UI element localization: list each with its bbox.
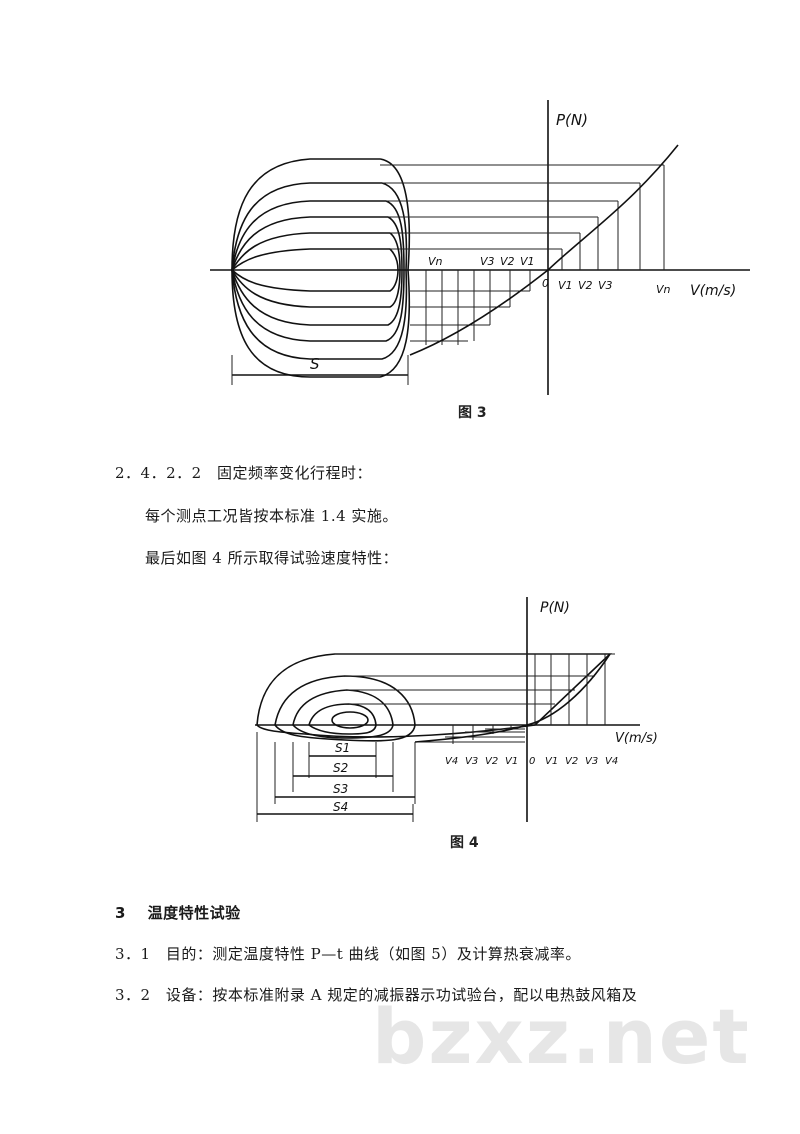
section-2422-title: 固定频率变化行程时： (216, 464, 372, 482)
fig4-velocity-curve (414, 653, 611, 743)
section-2422-number: 2．4．2．2 (115, 464, 202, 482)
section-2422-para2: 最后如图 4 所示取得试验速度特性： (145, 549, 399, 567)
section-3-heading: 3 温度特性试验 (115, 902, 241, 923)
fig3-y-axis-label: P(N) (556, 111, 588, 129)
fig3-neg-label-v2: V2 (500, 255, 515, 268)
fig3-pos-label-v2: V2 (578, 279, 593, 292)
fig4-pos-label-v1: V1 (545, 756, 558, 767)
figure-3-diagram: P(N) V(m/s) Vn V3 V2 V1 0 V1 V2 V3 Vn S (210, 100, 750, 395)
section-3-1-text: 目的：测定温度特性 P—t 曲线（如图 5）及计算热衰减率。 (165, 945, 581, 963)
fig3-pos-label-v3: V3 (598, 279, 613, 292)
fig4-x-axis-label: V(m/s) (615, 731, 658, 746)
fig3-loops (230, 158, 411, 378)
figure-3-caption: 图 3 (458, 405, 487, 421)
figure-3: P(N) V(m/s) Vn V3 V2 V1 0 V1 V2 V3 Vn S (190, 95, 770, 400)
fig4-y-axis-label: P(N) (540, 600, 570, 616)
fig3-lower-projections (410, 270, 531, 345)
fig3-neg-label-vn: Vn (428, 255, 443, 268)
fig3-neg-label-v1: V1 (520, 255, 535, 268)
fig4-stroke-label-s1: S1 (335, 741, 350, 755)
fig4-stroke-label-s2: S2 (333, 761, 348, 775)
section-2422-heading: 2．4．2．2 固定频率变化行程时： (115, 462, 372, 483)
section-3-2-number: 3．2 (115, 986, 151, 1004)
fig4-neg-label-v2: V2 (485, 756, 498, 767)
fig4-stroke-label-s4: S4 (333, 800, 348, 814)
section-3-1: 3．1 目的：测定温度特性 P—t 曲线（如图 5）及计算热衰减率。 (115, 943, 581, 964)
fig3-stroke-label: S (310, 355, 320, 373)
section-3-2: 3．2 设备：按本标准附录 A 规定的减振器示功试验台，配以电热鼓风箱及 (115, 984, 637, 1005)
fig4-stroke-label-s3: S3 (333, 782, 348, 796)
fig4-pos-label-v2: V2 (565, 756, 578, 767)
figure-4: P(N) V(m/s) V4 V3 V2 V1 0 V1 V2 V3 V4 S1… (235, 592, 665, 827)
fig3-neg-label-v3: V3 (480, 255, 495, 268)
fig4-loops (256, 653, 613, 742)
fig3-pos-label-v1: V1 (558, 279, 573, 292)
section-3-title: 温度特性试验 (147, 904, 241, 922)
fig4-upper-projections (335, 653, 615, 725)
fig4-origin-label: 0 (529, 756, 535, 767)
section-3-1-number: 3．1 (115, 945, 151, 963)
fig3-x-axis-label: V(m/s) (690, 283, 736, 299)
fig3-pos-label-vn: Vn (656, 283, 671, 296)
fig4-neg-label-v1: V1 (505, 756, 518, 767)
fig4-pos-label-v3: V3 (585, 756, 598, 767)
fig3-velocity-curve (409, 144, 679, 356)
watermark: bzxz.net (372, 992, 751, 1081)
fig4-pos-label-v4: V4 (605, 756, 618, 767)
fig4-neg-label-v3: V3 (465, 756, 478, 767)
section-2422-para1: 每个测点工况皆按本标准 1.4 实施。 (145, 507, 398, 525)
figure-4-caption: 图 4 (450, 835, 479, 851)
section-3-number: 3 (115, 904, 126, 922)
fig4-neg-label-v4: V4 (445, 756, 458, 767)
fig3-origin-label: 0 (542, 277, 549, 290)
fig4-dimension-lines (256, 732, 416, 822)
section-3-2-text: 设备：按本标准附录 A 规定的减振器示功试验台，配以电热鼓风箱及 (165, 986, 638, 1004)
figure-4-diagram: P(N) V(m/s) V4 V3 V2 V1 0 V1 V2 V3 V4 S1… (255, 597, 658, 822)
